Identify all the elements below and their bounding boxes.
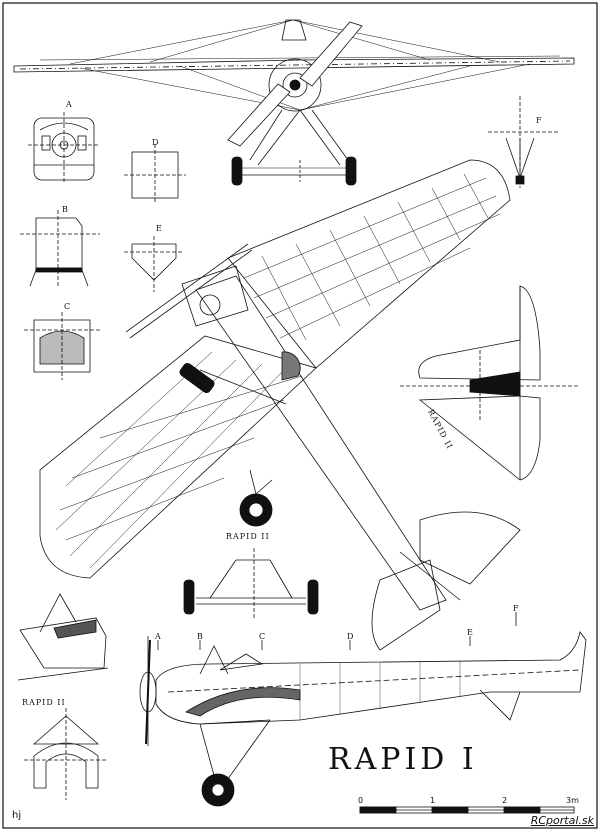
detail-a-cockpit-front: [28, 112, 100, 184]
label-f: F: [536, 116, 542, 125]
detail-b-section: [20, 210, 100, 288]
detail-f-section: [488, 96, 560, 188]
tail-plan-rapid-ii: [400, 285, 580, 481]
side-view: [139, 612, 587, 807]
scale-tick-2: 2: [502, 796, 508, 805]
caption-undercarriage: RAPID II: [226, 532, 270, 541]
front-view: [13, 19, 575, 186]
drafter-credit: hj: [12, 810, 22, 821]
nose-section: [24, 708, 108, 800]
label-a: A: [66, 100, 72, 109]
caption-front-detail: RAPID II: [22, 698, 66, 707]
detail-e-section: [124, 236, 184, 292]
scale-tick-1: 1: [430, 796, 436, 805]
label-c: C: [64, 302, 71, 311]
detail-c-section: [24, 312, 100, 380]
station-c: C: [259, 632, 266, 641]
plan-view: [39, 159, 521, 651]
undercarriage-rapid-ii: [183, 469, 319, 620]
plate-title: RAPID I: [328, 742, 478, 777]
detail-d-section: [124, 144, 186, 204]
station-e: E: [467, 628, 473, 637]
label-d: D: [152, 138, 159, 147]
scale-bar: [359, 806, 575, 814]
station-b: B: [197, 632, 203, 641]
station-f: F: [513, 604, 519, 613]
label-e: E: [156, 224, 162, 233]
scale-tick-0: 0: [358, 796, 364, 805]
watermark: RCportal.sk: [530, 814, 594, 827]
station-d: D: [347, 632, 354, 641]
label-b: B: [62, 205, 68, 214]
scale-tick-3: 3m: [566, 796, 579, 805]
front-detail-rapid-ii: [17, 593, 109, 681]
station-a: A: [155, 632, 161, 641]
